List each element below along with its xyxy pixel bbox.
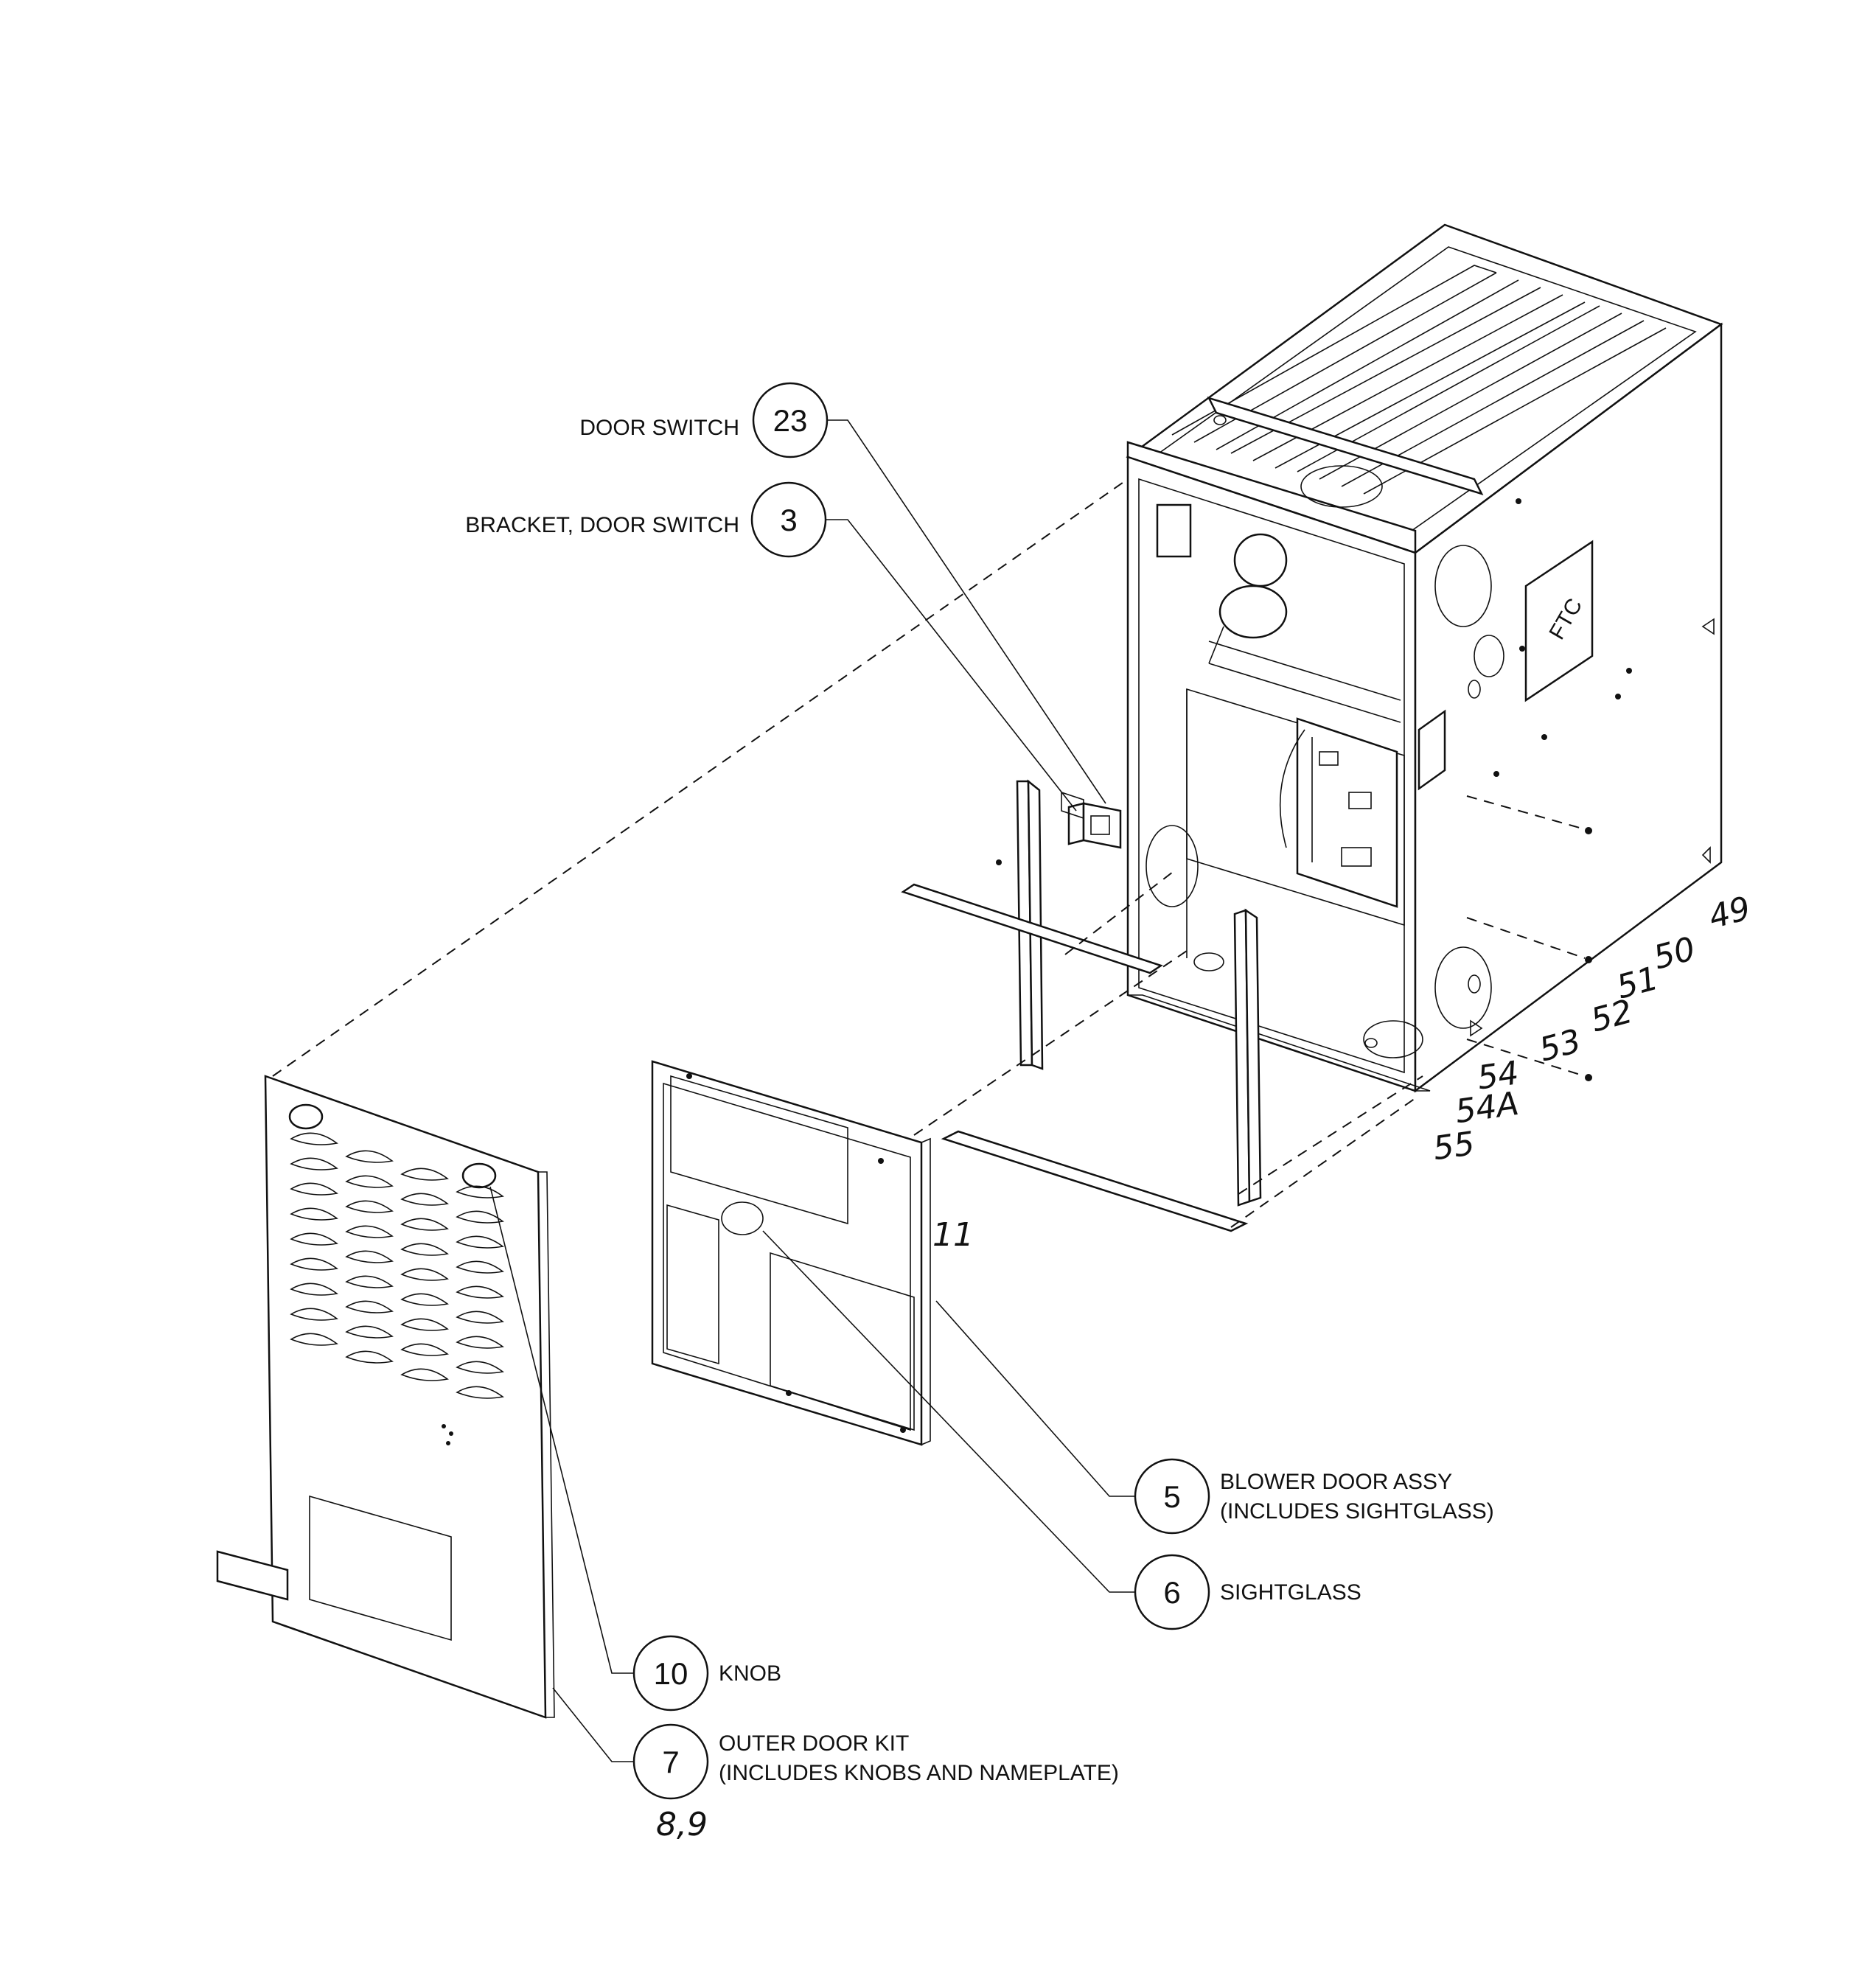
callout-6-label: SIGHTGLASS	[1220, 1580, 1361, 1605]
hand-note-54: 54	[1475, 1054, 1521, 1097]
louver-slot	[345, 1250, 394, 1263]
callout-5-label-2: (INCLUDES SIGHTGLASS)	[1220, 1499, 1494, 1524]
hand-note-49: 49	[1705, 890, 1754, 937]
hand-note-53: 53	[1535, 1022, 1585, 1070]
callout-10-label: KNOB	[719, 1661, 781, 1686]
callout-5: 5 BLOWER DOOR ASSY (INCLUDES SIGHTGLASS)	[935, 1300, 1494, 1535]
callout-7-label-1: OUTER DOOR KIT	[719, 1731, 909, 1756]
louver-slot	[290, 1132, 338, 1145]
furnace-cabinet: FTC	[1126, 223, 1723, 1093]
louver-slot	[400, 1218, 449, 1231]
callout-5-label-1: BLOWER DOOR ASSY	[1220, 1470, 1452, 1494]
louver-slot	[400, 1343, 449, 1356]
louver-slot	[456, 1285, 504, 1299]
louver-slot	[400, 1268, 449, 1281]
louver-slot	[400, 1368, 449, 1381]
callout-7-label-2: (INCLUDES KNOBS AND NAMEPLATE)	[719, 1761, 1119, 1785]
louver-slot	[456, 1311, 504, 1324]
louver-slot	[290, 1333, 338, 1346]
callout-7-number: 7	[662, 1745, 679, 1779]
louver-slot	[400, 1193, 449, 1206]
louver-slot	[456, 1235, 504, 1249]
louver-slot	[345, 1225, 394, 1238]
screw-leader-lines	[1466, 795, 1592, 1081]
louver-slot	[400, 1318, 449, 1331]
door-louvers	[290, 1132, 504, 1399]
callout-7: 7 OUTER DOOR KIT (INCLUDES KNOBS AND NAM…	[552, 1687, 1119, 1800]
callout-10: 10 KNOB	[489, 1186, 781, 1711]
louver-slot	[456, 1336, 504, 1349]
callout-23-label: DOOR SWITCH	[579, 416, 739, 440]
blower-door	[651, 1060, 931, 1446]
hand-note-54a: 54A	[1453, 1085, 1521, 1131]
hand-note-55: 55	[1431, 1125, 1477, 1168]
callout-3: 3 BRACKET, DOOR SWITCH	[465, 481, 1077, 812]
callout-3-label: BRACKET, DOOR SWITCH	[465, 513, 739, 537]
louver-slot	[456, 1386, 504, 1399]
outer-door	[216, 1075, 555, 1719]
louver-slot	[290, 1157, 338, 1170]
louver-slot	[456, 1260, 504, 1274]
louver-slot	[400, 1168, 449, 1181]
louver-slot	[290, 1207, 338, 1221]
callout-10-number: 10	[654, 1656, 688, 1691]
callout-6: 6 SIGHTGLASS	[762, 1230, 1361, 1630]
louver-slot	[290, 1308, 338, 1321]
hand-note-11: 11	[932, 1216, 974, 1254]
callout-23-number: 23	[773, 403, 808, 438]
hand-note-8-9: 8,9	[656, 1806, 708, 1843]
door-rails	[901, 779, 1262, 1232]
louver-slot	[345, 1300, 394, 1313]
callout-5-number: 5	[1163, 1479, 1180, 1514]
louver-slot	[345, 1150, 394, 1163]
louver-slot	[456, 1210, 504, 1224]
louver-slot	[345, 1175, 394, 1188]
louver-slot	[345, 1325, 394, 1339]
louver-slot	[290, 1283, 338, 1296]
louver-slot	[345, 1275, 394, 1288]
explode-lines	[272, 478, 1423, 1571]
louver-slot	[290, 1257, 338, 1271]
louver-slot	[290, 1182, 338, 1196]
louver-slot	[345, 1200, 394, 1213]
louver-slot	[290, 1232, 338, 1246]
callout-6-number: 6	[1163, 1575, 1180, 1610]
louver-slot	[456, 1185, 504, 1198]
callout-3-number: 3	[780, 503, 797, 537]
louver-slot	[400, 1243, 449, 1256]
louver-slot	[400, 1293, 449, 1306]
door-switch-assembly	[996, 791, 1122, 865]
hand-note-50: 50	[1650, 930, 1699, 977]
louver-slot	[345, 1350, 394, 1364]
callout-23: 23 DOOR SWITCH	[579, 382, 1106, 804]
louver-slot	[456, 1361, 504, 1374]
